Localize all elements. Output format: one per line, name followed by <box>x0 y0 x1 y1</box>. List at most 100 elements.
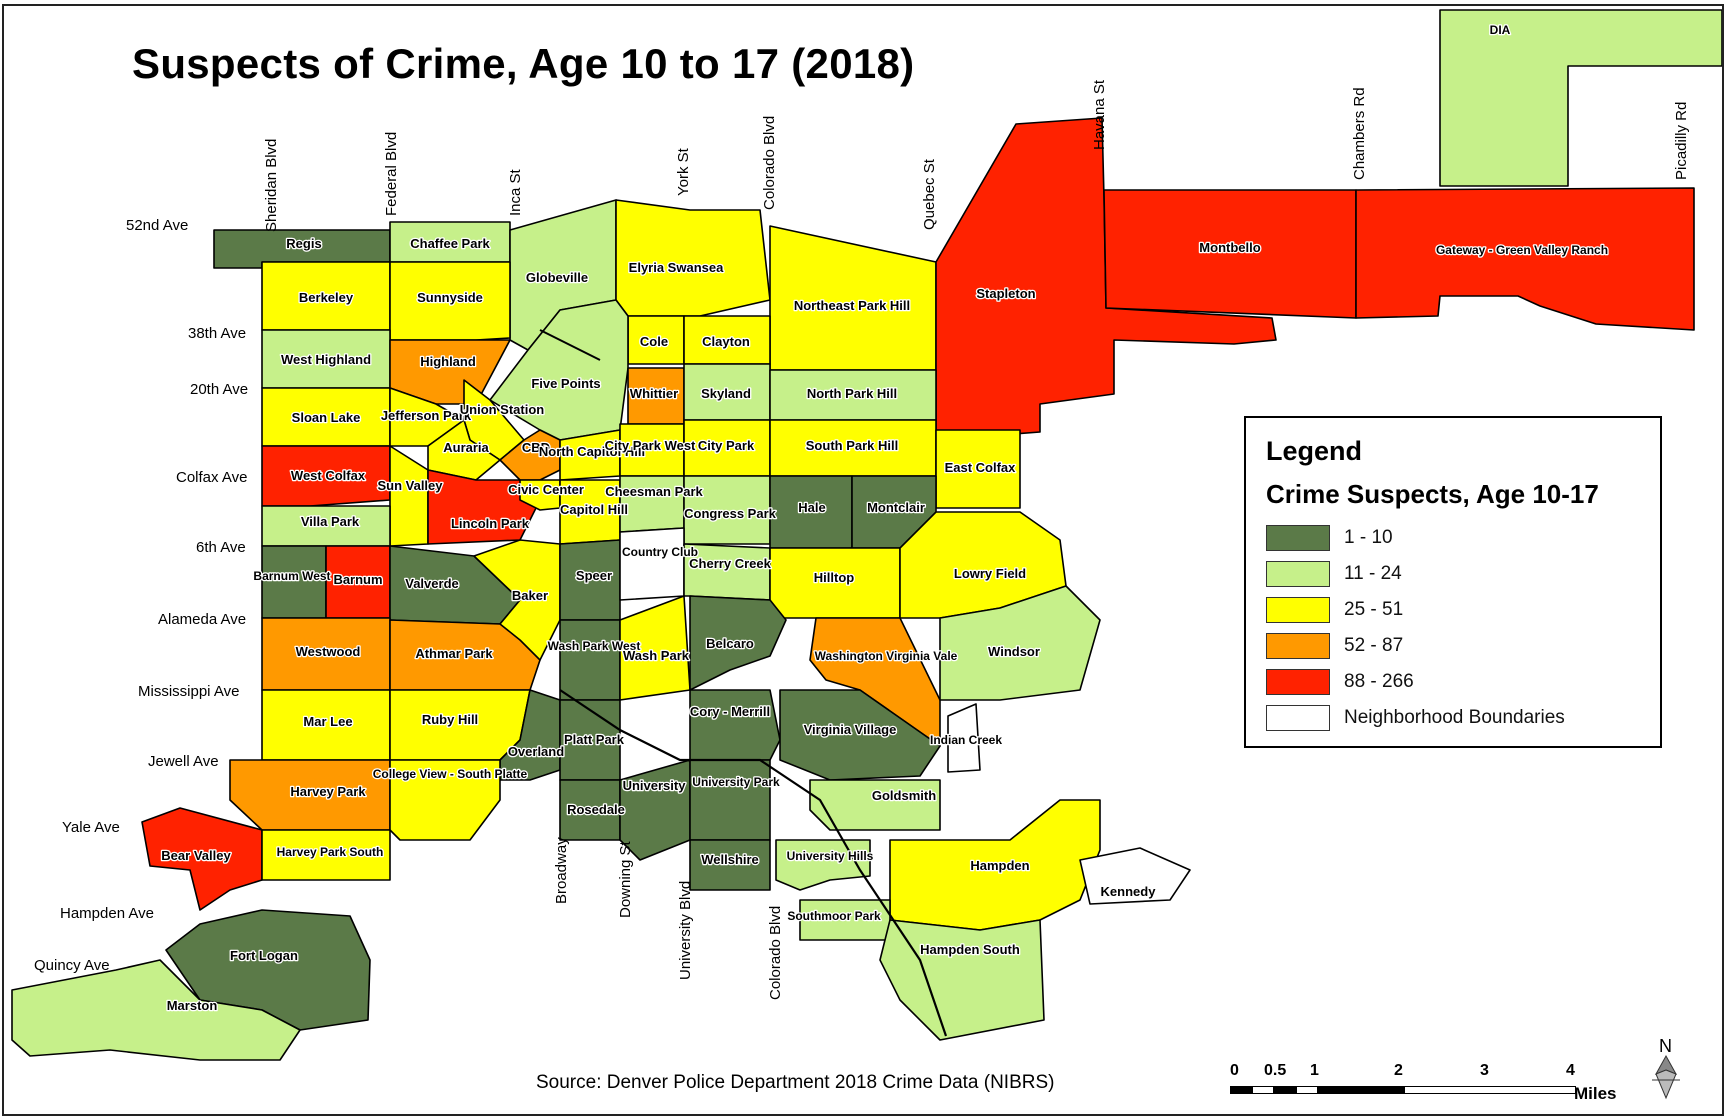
neighborhood-label: Stapleton <box>976 286 1035 301</box>
neighborhood-label: Civic Center <box>508 482 584 497</box>
neighborhood-label: Cherry Creek <box>689 556 771 571</box>
street-label: 20th Ave <box>190 381 248 398</box>
neighborhood-label: Cheesman Park <box>605 484 703 499</box>
legend-label: 52 - 87 <box>1344 635 1404 656</box>
street-label: Hampden Ave <box>60 905 154 922</box>
neighborhood-label: Auraria <box>443 440 489 455</box>
scale-seg <box>1318 1086 1404 1094</box>
neighborhood-label: University Park <box>692 775 780 789</box>
neighborhood-label: Jefferson Park <box>381 408 472 423</box>
neighborhood-label: Harvey Park <box>290 784 366 799</box>
neighborhood-label: East Colfax <box>945 460 1017 475</box>
neighborhood-label: Barnum <box>333 572 382 587</box>
neighborhood-label: University Hills <box>787 849 874 863</box>
street-label: Picadilly Rd <box>1673 102 1690 180</box>
street-label: 6th Ave <box>196 539 246 556</box>
neighborhood-label: Indian Creek <box>930 733 1002 747</box>
street-label: Yale Ave <box>62 819 120 836</box>
neighborhood-label: Chaffee Park <box>410 236 490 251</box>
legend-swatch <box>1266 561 1330 587</box>
neighborhood-virginia-village <box>779 689 941 781</box>
neighborhood-label: Mar Lee <box>303 714 352 729</box>
neighborhood-harvey-park-south <box>261 829 391 881</box>
neighborhood-five-points <box>489 299 629 441</box>
scale-seg <box>1230 1086 1252 1094</box>
neighborhood-country-club <box>619 527 685 601</box>
neighborhood-label: Elyria Swansea <box>629 260 724 275</box>
street-label: Chambers Rd <box>1351 87 1368 180</box>
street-label: Colorado Blvd <box>761 116 778 210</box>
neighborhood-label: Hampden South <box>920 942 1020 957</box>
neighborhood-label: Harvey Park South <box>277 845 384 859</box>
street-label: Inca St <box>507 168 524 216</box>
neighborhood-civic-center <box>519 479 561 511</box>
neighborhood-label: North Capitol Hill <box>539 444 645 459</box>
street-label: York St <box>675 147 692 196</box>
scale-seg <box>1274 1086 1296 1094</box>
compass-icon: N <box>1652 1036 1680 1100</box>
legend-swatch <box>1266 525 1330 551</box>
neighborhood-label: Whittier <box>630 386 678 401</box>
street-label: Federal Blvd <box>383 132 400 216</box>
neighborhood-label: Lowry Field <box>954 566 1026 581</box>
neighborhood-label: Berkeley <box>299 290 354 305</box>
neighborhood-wellshire <box>689 839 771 891</box>
neighborhood-label: Hilltop <box>814 570 854 585</box>
neighborhood-label: Country Club <box>622 545 698 559</box>
neighborhood-label: Gateway - Green Valley Ranch <box>1436 243 1608 257</box>
neighborhood-kennedy <box>1079 847 1191 905</box>
neighborhood-sunnyside <box>389 261 511 341</box>
scale-tick-3: 3 <box>1480 1062 1489 1079</box>
neighborhood-label: Washington Virginia Vale <box>815 649 958 663</box>
neighborhood-label: Hale <box>798 500 825 515</box>
neighborhood-label: Montbello <box>1199 240 1260 255</box>
source-note: Source: Denver Police Department 2018 Cr… <box>536 1072 1055 1093</box>
scale-tick-1: 1 <box>1310 1062 1319 1079</box>
neighborhood-west-colfax <box>261 445 391 507</box>
street-label: Downing St <box>617 840 634 918</box>
legend-label: Neighborhood Boundaries <box>1344 707 1565 728</box>
neighborhood-label: Overland <box>508 744 564 759</box>
neighborhood-label: Marston <box>167 998 218 1013</box>
neighborhood-label: City Park <box>698 438 755 453</box>
rail-line <box>559 689 948 1037</box>
scale-seg <box>1252 1086 1274 1094</box>
neighborhood-label: Skyland <box>701 386 751 401</box>
neighborhood-label: Cory - Merrill <box>690 704 770 719</box>
scale-seg <box>1404 1086 1576 1094</box>
neighborhood-label: Five Points <box>531 376 600 391</box>
scale-seg <box>1296 1086 1318 1094</box>
neighborhood-label: Wash Park <box>623 648 690 663</box>
neighborhood-label: Sunnyside <box>417 290 483 305</box>
neighborhood-label: DIA <box>1490 23 1511 37</box>
north-label: N <box>1659 1036 1672 1056</box>
neighborhood-label: Athmar Park <box>415 646 493 661</box>
neighborhood-label: Fort Logan <box>230 948 298 963</box>
scale-tick-05: 0.5 <box>1264 1062 1287 1079</box>
neighborhood-hampden-south <box>879 919 1045 1041</box>
neighborhood-label: West Highland <box>281 352 371 367</box>
neighborhood-label: Union Station <box>460 402 545 417</box>
neighborhood-label: Northeast Park Hill <box>794 298 910 313</box>
neighborhood-label: Platt Park <box>564 732 625 747</box>
neighborhood-bear-valley <box>141 807 263 911</box>
neighborhood-label: Belcaro <box>706 636 754 651</box>
legend-label: 11 - 24 <box>1344 563 1402 584</box>
street-label: Havana St <box>1091 79 1108 150</box>
street-label: 52nd Ave <box>126 217 188 234</box>
neighborhood-label: Rosedale <box>567 802 625 817</box>
street-label: Quincy Ave <box>34 957 110 974</box>
neighborhood-label: Wellshire <box>701 852 759 867</box>
street-label: Colfax Ave <box>176 469 247 486</box>
neighborhood-label: Montclair <box>867 500 925 515</box>
legend-swatch <box>1266 669 1330 695</box>
neighborhood-label: Speer <box>576 568 612 583</box>
scale-tick-4: 4 <box>1566 1062 1575 1079</box>
neighborhood-label: Clayton <box>702 334 750 349</box>
neighborhood-cory-merrill <box>689 689 781 761</box>
neighborhood-label: Kennedy <box>1101 884 1157 899</box>
legend-row: 25 - 51 <box>1266 592 1640 628</box>
neighborhood-label: Globeville <box>526 270 588 285</box>
